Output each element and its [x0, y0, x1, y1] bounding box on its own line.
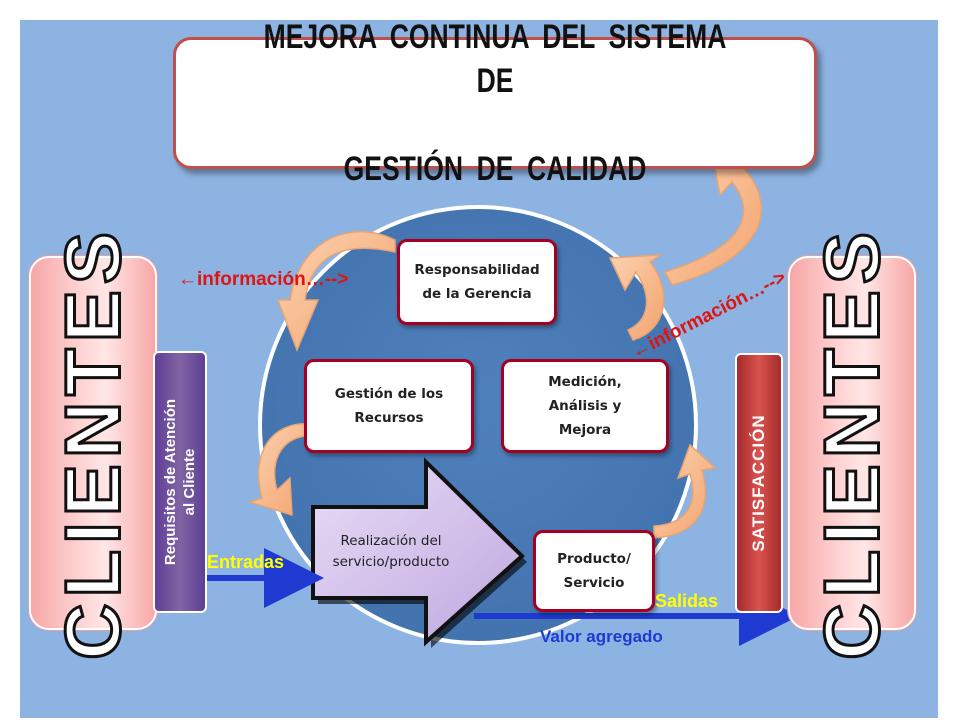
title-line-1: MEJORA CONTINUA DEL SISTEMA DE [263, 18, 727, 100]
node-product-service: Producto/ Servicio [533, 530, 655, 612]
node-measurement-analysis: Medición, Análisis y Mejora [501, 359, 669, 453]
title-line-2: GESTIÓN DE CALIDAD [343, 150, 647, 188]
information-left-label: ←información…--> [178, 269, 349, 290]
node-realization: Realización del servicio/producto [332, 533, 450, 570]
requirements-bar: Requisitos de Atención al Cliente [153, 351, 207, 613]
satisfaction-label: SATISFACCIÓN [749, 414, 768, 552]
title-box: MEJORA CONTINUA DEL SISTEMA DE GESTIÓN D… [173, 18, 817, 188]
node-resource-management: Gestión de los Recursos [304, 359, 474, 453]
node-management-responsibility: Responsabilidad de la Gerencia [397, 239, 557, 325]
clients-left-label: CLIENTES [47, 225, 138, 662]
satisfaction-bar: SATISFACCIÓN [735, 353, 783, 613]
inputs-label: Entradas [207, 552, 285, 572]
clients-left-box: CLIENTES [29, 225, 157, 661]
feedback-curved-arrows [247, 152, 762, 539]
clients-right-box: CLIENTES [788, 225, 916, 661]
value-added-label: Valor agregado [540, 627, 663, 646]
requirements-label: Requisitos de Atención al Cliente [162, 398, 198, 566]
diagram-title: MEJORA CONTINUA DEL SISTEMA DE GESTIÓN D… [246, 0, 744, 235]
outputs-label: Salidas [655, 591, 719, 611]
clients-right-label: CLIENTES [806, 225, 897, 662]
